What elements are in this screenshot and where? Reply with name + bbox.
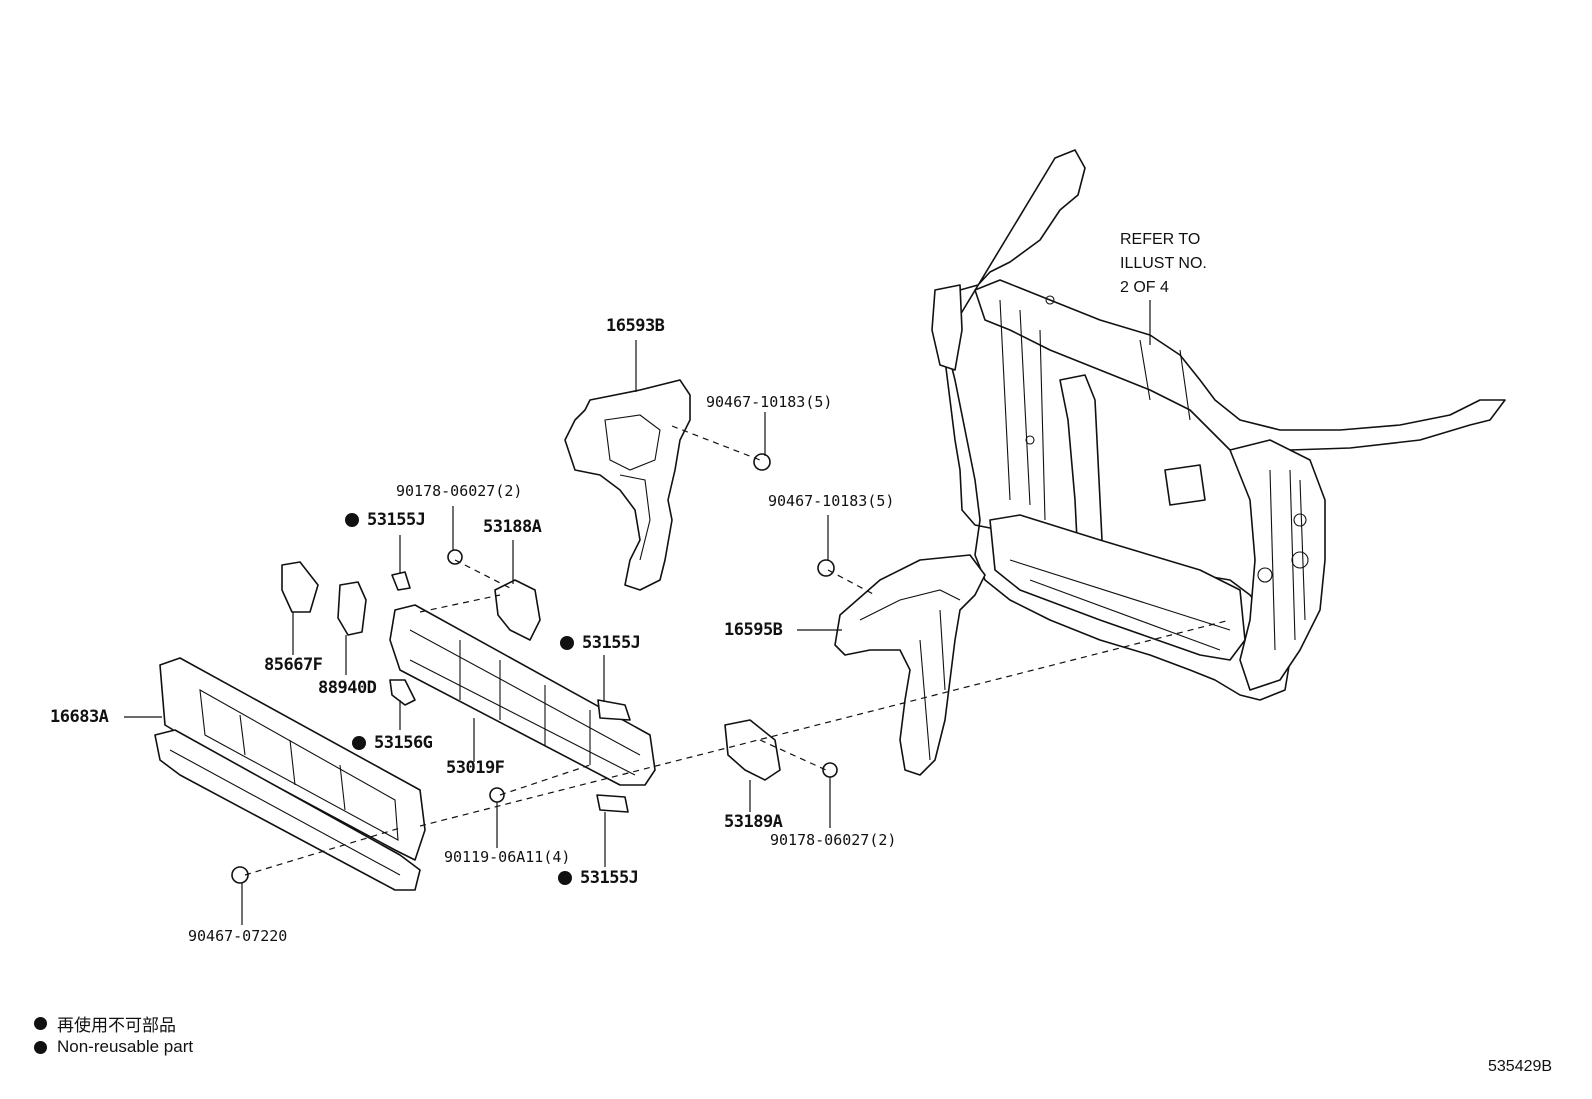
label-text: 53156G xyxy=(374,733,433,753)
label-53156G[interactable]: 53156G xyxy=(352,733,433,753)
legend-jp-text: 再使用不可部品 xyxy=(57,1016,176,1035)
label-90178-06027-upper[interactable]: 90178-06027(2) xyxy=(396,482,523,500)
label-90467-10183-middle[interactable]: 90467-10183(5) xyxy=(768,492,895,510)
part-85667F-shape xyxy=(281,561,319,613)
legend-english: Non-reusable part xyxy=(34,1037,193,1057)
non-reusable-dot-icon xyxy=(558,871,572,885)
leader-lines xyxy=(124,300,1151,925)
refer-note-line2: ILLUST NO. xyxy=(1120,255,1207,272)
label-53155J-middle[interactable]: 53155J xyxy=(560,633,641,653)
part-53189A-shape xyxy=(724,719,781,781)
label-16595B[interactable]: 16595B xyxy=(724,620,783,640)
figure-id: 535429B xyxy=(1488,1058,1553,1075)
legend-en-text: Non-reusable part xyxy=(57,1037,194,1056)
label-53155J-upper[interactable]: 53155J xyxy=(345,510,426,530)
label-53189A[interactable]: 53189A xyxy=(724,812,783,832)
fastener-shapes xyxy=(231,453,838,884)
refer-note: REFER TO ILLUST NO. 2 OF 4 xyxy=(1120,228,1207,300)
seal-shapes xyxy=(389,571,631,813)
label-text: 53155J xyxy=(367,510,426,530)
radiator-support-frame xyxy=(931,149,1506,701)
non-reusable-dot-icon xyxy=(34,1040,47,1054)
label-53188A[interactable]: 53188A xyxy=(483,517,542,537)
assembly-lines xyxy=(244,425,1231,876)
label-90467-07220[interactable]: 90467-07220 xyxy=(188,927,288,945)
label-88940D[interactable]: 88940D xyxy=(318,678,377,698)
refer-note-line3: 2 OF 4 xyxy=(1120,279,1169,296)
label-53155J-lower[interactable]: 53155J xyxy=(558,868,639,888)
part-16593B-shape xyxy=(564,379,691,591)
refer-note-line1: REFER TO xyxy=(1120,231,1201,248)
part-53188A-shape xyxy=(494,579,541,641)
part-53019F-shape xyxy=(389,604,656,786)
part-88940D-shape xyxy=(337,581,367,636)
label-16683A[interactable]: 16683A xyxy=(50,707,109,727)
legend-japanese: 再使用不可部品 xyxy=(34,1011,176,1036)
part-16683A-shape xyxy=(154,657,426,891)
label-90119-06A11[interactable]: 90119-06A11(4) xyxy=(444,848,571,866)
part-16595B-shape xyxy=(834,554,986,776)
non-reusable-dot-icon xyxy=(34,1017,47,1030)
non-reusable-dot-icon xyxy=(560,636,574,650)
label-text: 53155J xyxy=(580,868,639,888)
label-90467-10183-upper[interactable]: 90467-10183(5) xyxy=(706,393,833,411)
label-text: 53155J xyxy=(582,633,641,653)
label-85667F[interactable]: 85667F xyxy=(264,655,323,675)
label-16593B[interactable]: 16593B xyxy=(606,316,665,336)
label-53019F[interactable]: 53019F xyxy=(446,758,505,778)
non-reusable-dot-icon xyxy=(352,736,366,750)
non-reusable-dot-icon xyxy=(345,513,359,527)
label-90178-06027-lower[interactable]: 90178-06027(2) xyxy=(770,831,897,849)
